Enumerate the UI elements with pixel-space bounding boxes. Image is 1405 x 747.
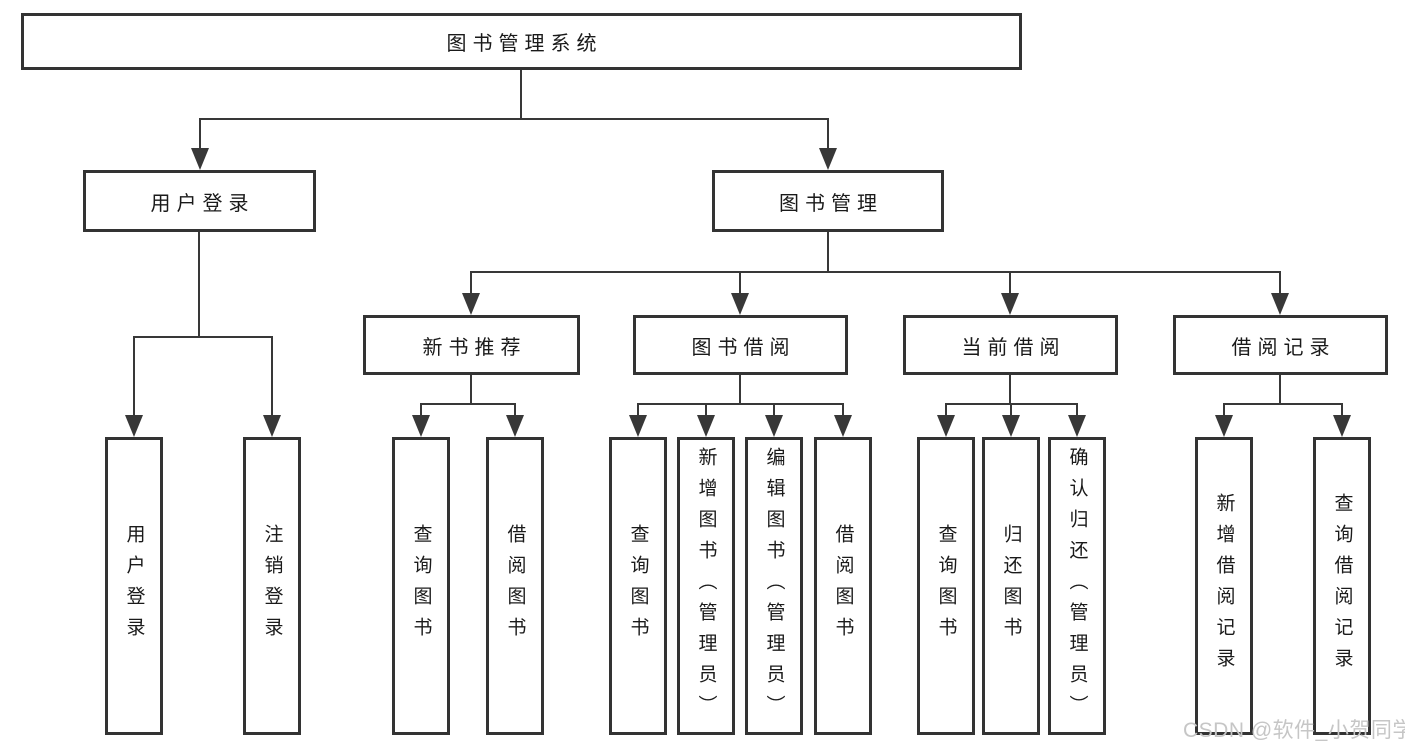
node-leaf-borrow-books-1-label: 借阅图书 <box>504 524 526 648</box>
arrow-head-level3 <box>731 293 749 315</box>
connector-user-login-bus <box>133 336 273 338</box>
node-borrowing-records-label: 借阅记录 <box>1231 336 1336 359</box>
arrow-head-level3 <box>1001 293 1019 315</box>
arrow-head-level3 <box>462 293 480 315</box>
connector-group-stem <box>1279 375 1281 405</box>
node-root: 图书管理系统 <box>21 13 1022 70</box>
node-leaf-query-books-3: 查询图书 <box>917 437 975 735</box>
node-new-book-recommend: 新书推荐 <box>363 315 580 375</box>
connector-level3-drop <box>1279 271 1281 297</box>
connector-level3-drop <box>739 271 741 297</box>
connector-level2-bus <box>199 118 829 120</box>
node-leaf-user-login: 用户登录 <box>105 437 163 735</box>
connector-leaf-drop <box>1341 403 1343 417</box>
arrow-head-level3 <box>1271 293 1289 315</box>
node-leaf-borrow-books-1: 借阅图书 <box>486 437 544 735</box>
node-leaf-borrow-books-2: 借阅图书 <box>814 437 872 735</box>
node-leaf-confirm-return-admin-label: 确认归还（管理员） <box>1066 446 1088 726</box>
node-leaf-query-books-2: 查询图书 <box>609 437 667 735</box>
node-leaf-logout-label: 注销登录 <box>261 524 283 648</box>
connector-user-login-drop <box>199 118 201 152</box>
connector-leaf-drop <box>842 403 844 417</box>
connector-group-bus <box>637 403 844 405</box>
arrow-head-leaf <box>697 415 715 437</box>
node-leaf-return-books: 归还图书 <box>982 437 1040 735</box>
arrow-head-leaf <box>937 415 955 437</box>
arrow-head-leaf <box>1068 415 1086 437</box>
node-book-borrowing: 图书借阅 <box>633 315 848 375</box>
connector-leaf-drop <box>637 403 639 417</box>
arrow-head-leaf <box>1333 415 1351 437</box>
watermark: CSDN @软件_小贺同学 <box>1183 719 1405 742</box>
arrow-head-leaf <box>125 415 143 437</box>
arrow-head-user-login <box>191 148 209 170</box>
node-user-login-label: 用户登录 <box>150 192 255 215</box>
connector-group-bus <box>420 403 516 405</box>
arrow-head-leaf <box>1002 415 1020 437</box>
connector-leaf-drop <box>1010 403 1012 417</box>
node-leaf-edit-books-admin: 编辑图书（管理员） <box>745 437 803 735</box>
node-leaf-query-borrow-record: 查询借阅记录 <box>1313 437 1371 735</box>
connector-group-bus <box>1223 403 1343 405</box>
arrow-head-leaf <box>765 415 783 437</box>
node-book-borrowing-label: 图书借阅 <box>691 336 796 359</box>
arrow-head-leaf <box>834 415 852 437</box>
node-leaf-add-borrow-record: 新增借阅记录 <box>1195 437 1253 735</box>
node-leaf-query-borrow-record-label: 查询借阅记录 <box>1331 493 1353 679</box>
connector-book-mgmt-stem <box>827 232 829 273</box>
node-borrowing-records: 借阅记录 <box>1173 315 1388 375</box>
node-leaf-add-books-admin: 新增图书（管理员） <box>677 437 735 735</box>
connector-book-mgmt-drop <box>827 118 829 152</box>
node-leaf-return-books-label: 归还图书 <box>1000 524 1022 648</box>
connector-level3-drop <box>470 271 472 297</box>
node-new-book-recommend-label: 新书推荐 <box>422 336 527 359</box>
connector-leaf-drop <box>1223 403 1225 417</box>
node-root-label: 图书管理系统 <box>446 33 603 55</box>
connector-leaf-drop <box>133 336 135 418</box>
connector-user-login-stem <box>198 232 200 338</box>
arrow-head-leaf <box>629 415 647 437</box>
node-leaf-query-books-1-label: 查询图书 <box>410 524 432 648</box>
node-leaf-user-login-label: 用户登录 <box>123 524 145 648</box>
connector-group-stem <box>1009 375 1011 405</box>
connector-leaf-drop <box>271 336 273 418</box>
node-leaf-add-books-admin-label: 新增图书（管理员） <box>695 446 717 726</box>
connector-level3-drop <box>1009 271 1011 297</box>
arrow-head-leaf <box>263 415 281 437</box>
connector-leaf-drop <box>945 403 947 417</box>
node-leaf-query-books-3-label: 查询图书 <box>935 524 957 648</box>
node-leaf-query-books-2-label: 查询图书 <box>627 524 649 648</box>
connector-root-stem <box>520 70 522 120</box>
arrow-head-leaf <box>506 415 524 437</box>
node-leaf-logout: 注销登录 <box>243 437 301 735</box>
connector-group-stem <box>470 375 472 405</box>
node-current-borrowing: 当前借阅 <box>903 315 1118 375</box>
connector-leaf-drop <box>705 403 707 417</box>
node-leaf-borrow-books-2-label: 借阅图书 <box>832 524 854 648</box>
arrow-head-book-mgmt <box>819 148 837 170</box>
node-user-login: 用户登录 <box>83 170 316 232</box>
connector-group-stem <box>739 375 741 405</box>
node-current-borrowing-label: 当前借阅 <box>961 336 1066 359</box>
connector-level3-bus <box>470 271 1281 273</box>
arrow-head-leaf <box>412 415 430 437</box>
node-leaf-confirm-return-admin: 确认归还（管理员） <box>1048 437 1106 735</box>
arrow-head-leaf <box>1215 415 1233 437</box>
node-leaf-edit-books-admin-label: 编辑图书（管理员） <box>763 446 785 726</box>
node-book-management-label: 图书管理 <box>779 192 883 215</box>
node-leaf-query-books-1: 查询图书 <box>392 437 450 735</box>
connector-leaf-drop <box>773 403 775 417</box>
node-book-management: 图书管理 <box>712 170 944 232</box>
node-leaf-add-borrow-record-label: 新增借阅记录 <box>1213 493 1235 679</box>
connector-leaf-drop <box>1076 403 1078 417</box>
connector-leaf-drop <box>514 403 516 417</box>
connector-leaf-drop <box>420 403 422 417</box>
